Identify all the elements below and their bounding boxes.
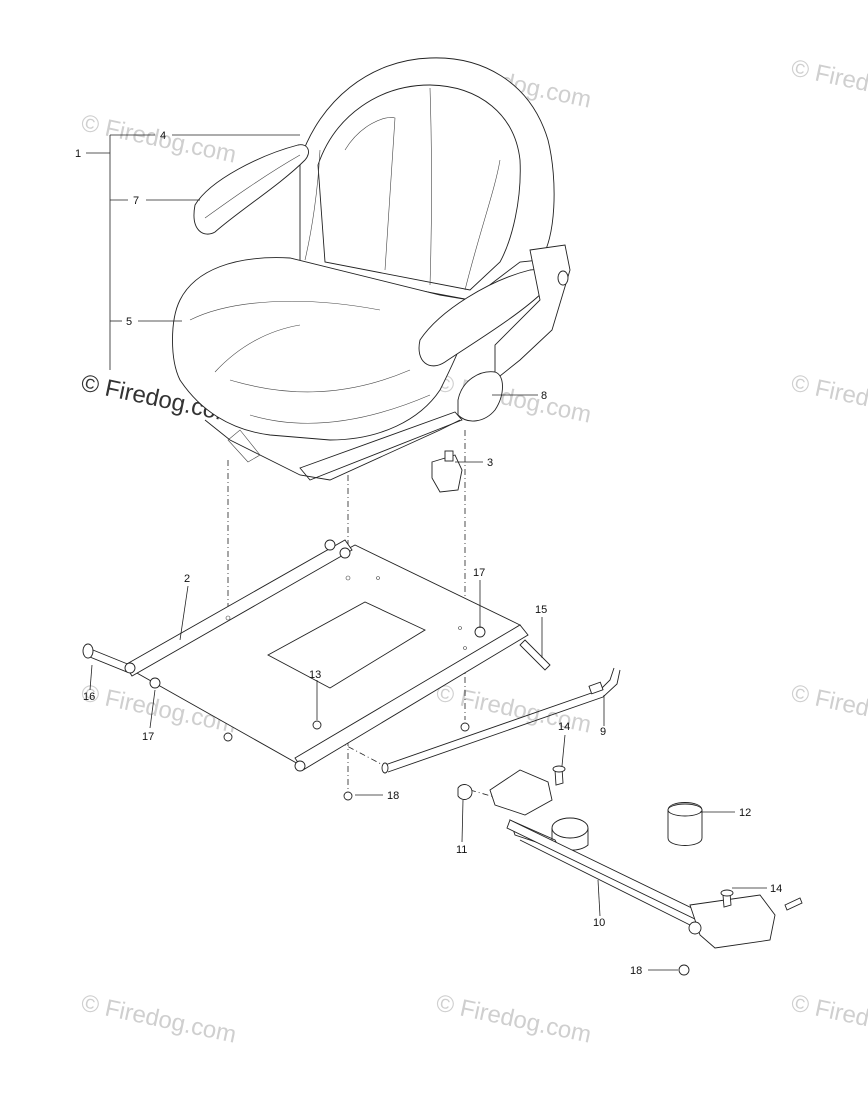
nut-rear-left	[124, 662, 136, 674]
callout-16: 16	[83, 691, 95, 703]
nut-bottom	[223, 732, 233, 742]
seat-switch	[457, 371, 503, 422]
nut-17-left	[149, 677, 161, 689]
callout-14-top: 14	[558, 721, 570, 733]
watermark-9: © Firedog.com	[789, 679, 868, 738]
watermark-12: © Firedog.com	[789, 989, 868, 1048]
callout-2: 2	[184, 573, 190, 585]
nut-18-top	[343, 791, 353, 801]
plate-cutout	[267, 601, 426, 689]
watermark-11: © Firedog.com	[434, 989, 594, 1048]
seat-mount-plate	[82, 539, 551, 801]
nut-17-right	[474, 626, 486, 638]
seat-cushion	[172, 257, 471, 441]
nut-mid	[460, 722, 470, 732]
callout-3: 3	[487, 457, 493, 469]
nut-18-bottom	[678, 964, 690, 976]
right-side-panel	[494, 244, 571, 381]
nut-front	[294, 760, 306, 772]
seat-base-pan	[204, 419, 461, 481]
lever-housing	[489, 769, 553, 816]
nut-top-2	[339, 547, 351, 559]
callout-11: 11	[456, 844, 467, 856]
callout-15: 15	[535, 604, 547, 616]
callout-labels: 1 4 7 5 8 3 2 17 15 16 13 17 9 14 18 11 …	[75, 130, 782, 977]
callout-17-right: 17	[473, 567, 485, 579]
callout-14-bottom: 14	[770, 883, 782, 895]
seat-assembly	[172, 57, 571, 493]
watermark-1: © Firedog.com	[79, 109, 239, 168]
nut-13	[312, 720, 322, 730]
nut-top	[324, 539, 336, 551]
callout-7: 7	[133, 195, 139, 207]
callout-10: 10	[593, 917, 605, 929]
callout-4: 4	[160, 130, 166, 142]
seat-backrest-shell	[299, 57, 555, 301]
switch-bracket	[431, 454, 463, 493]
callout-1: 1	[75, 148, 81, 160]
callout-18-bottom: 18	[630, 965, 642, 977]
callout-8: 8	[541, 390, 547, 402]
watermark-10: © Firedog.com	[79, 989, 239, 1048]
callout-18-top: 18	[387, 790, 399, 802]
callout-13: 13	[309, 669, 321, 681]
leader-lines	[86, 134, 767, 971]
callout-9: 9	[600, 726, 606, 738]
lever-assembly	[457, 765, 803, 976]
callout-12: 12	[739, 807, 751, 819]
actuator-rod	[381, 667, 621, 774]
callout-5: 5	[126, 316, 132, 328]
bolt-15	[519, 639, 551, 671]
watermark-3: © Firedog.com	[789, 54, 868, 113]
callout-17-left: 17	[142, 731, 154, 743]
end-bracket	[689, 894, 776, 949]
clip-11	[457, 784, 473, 800]
watermark-6: © Firedog.com	[789, 369, 868, 428]
seat-backrest-cushion	[317, 84, 521, 291]
